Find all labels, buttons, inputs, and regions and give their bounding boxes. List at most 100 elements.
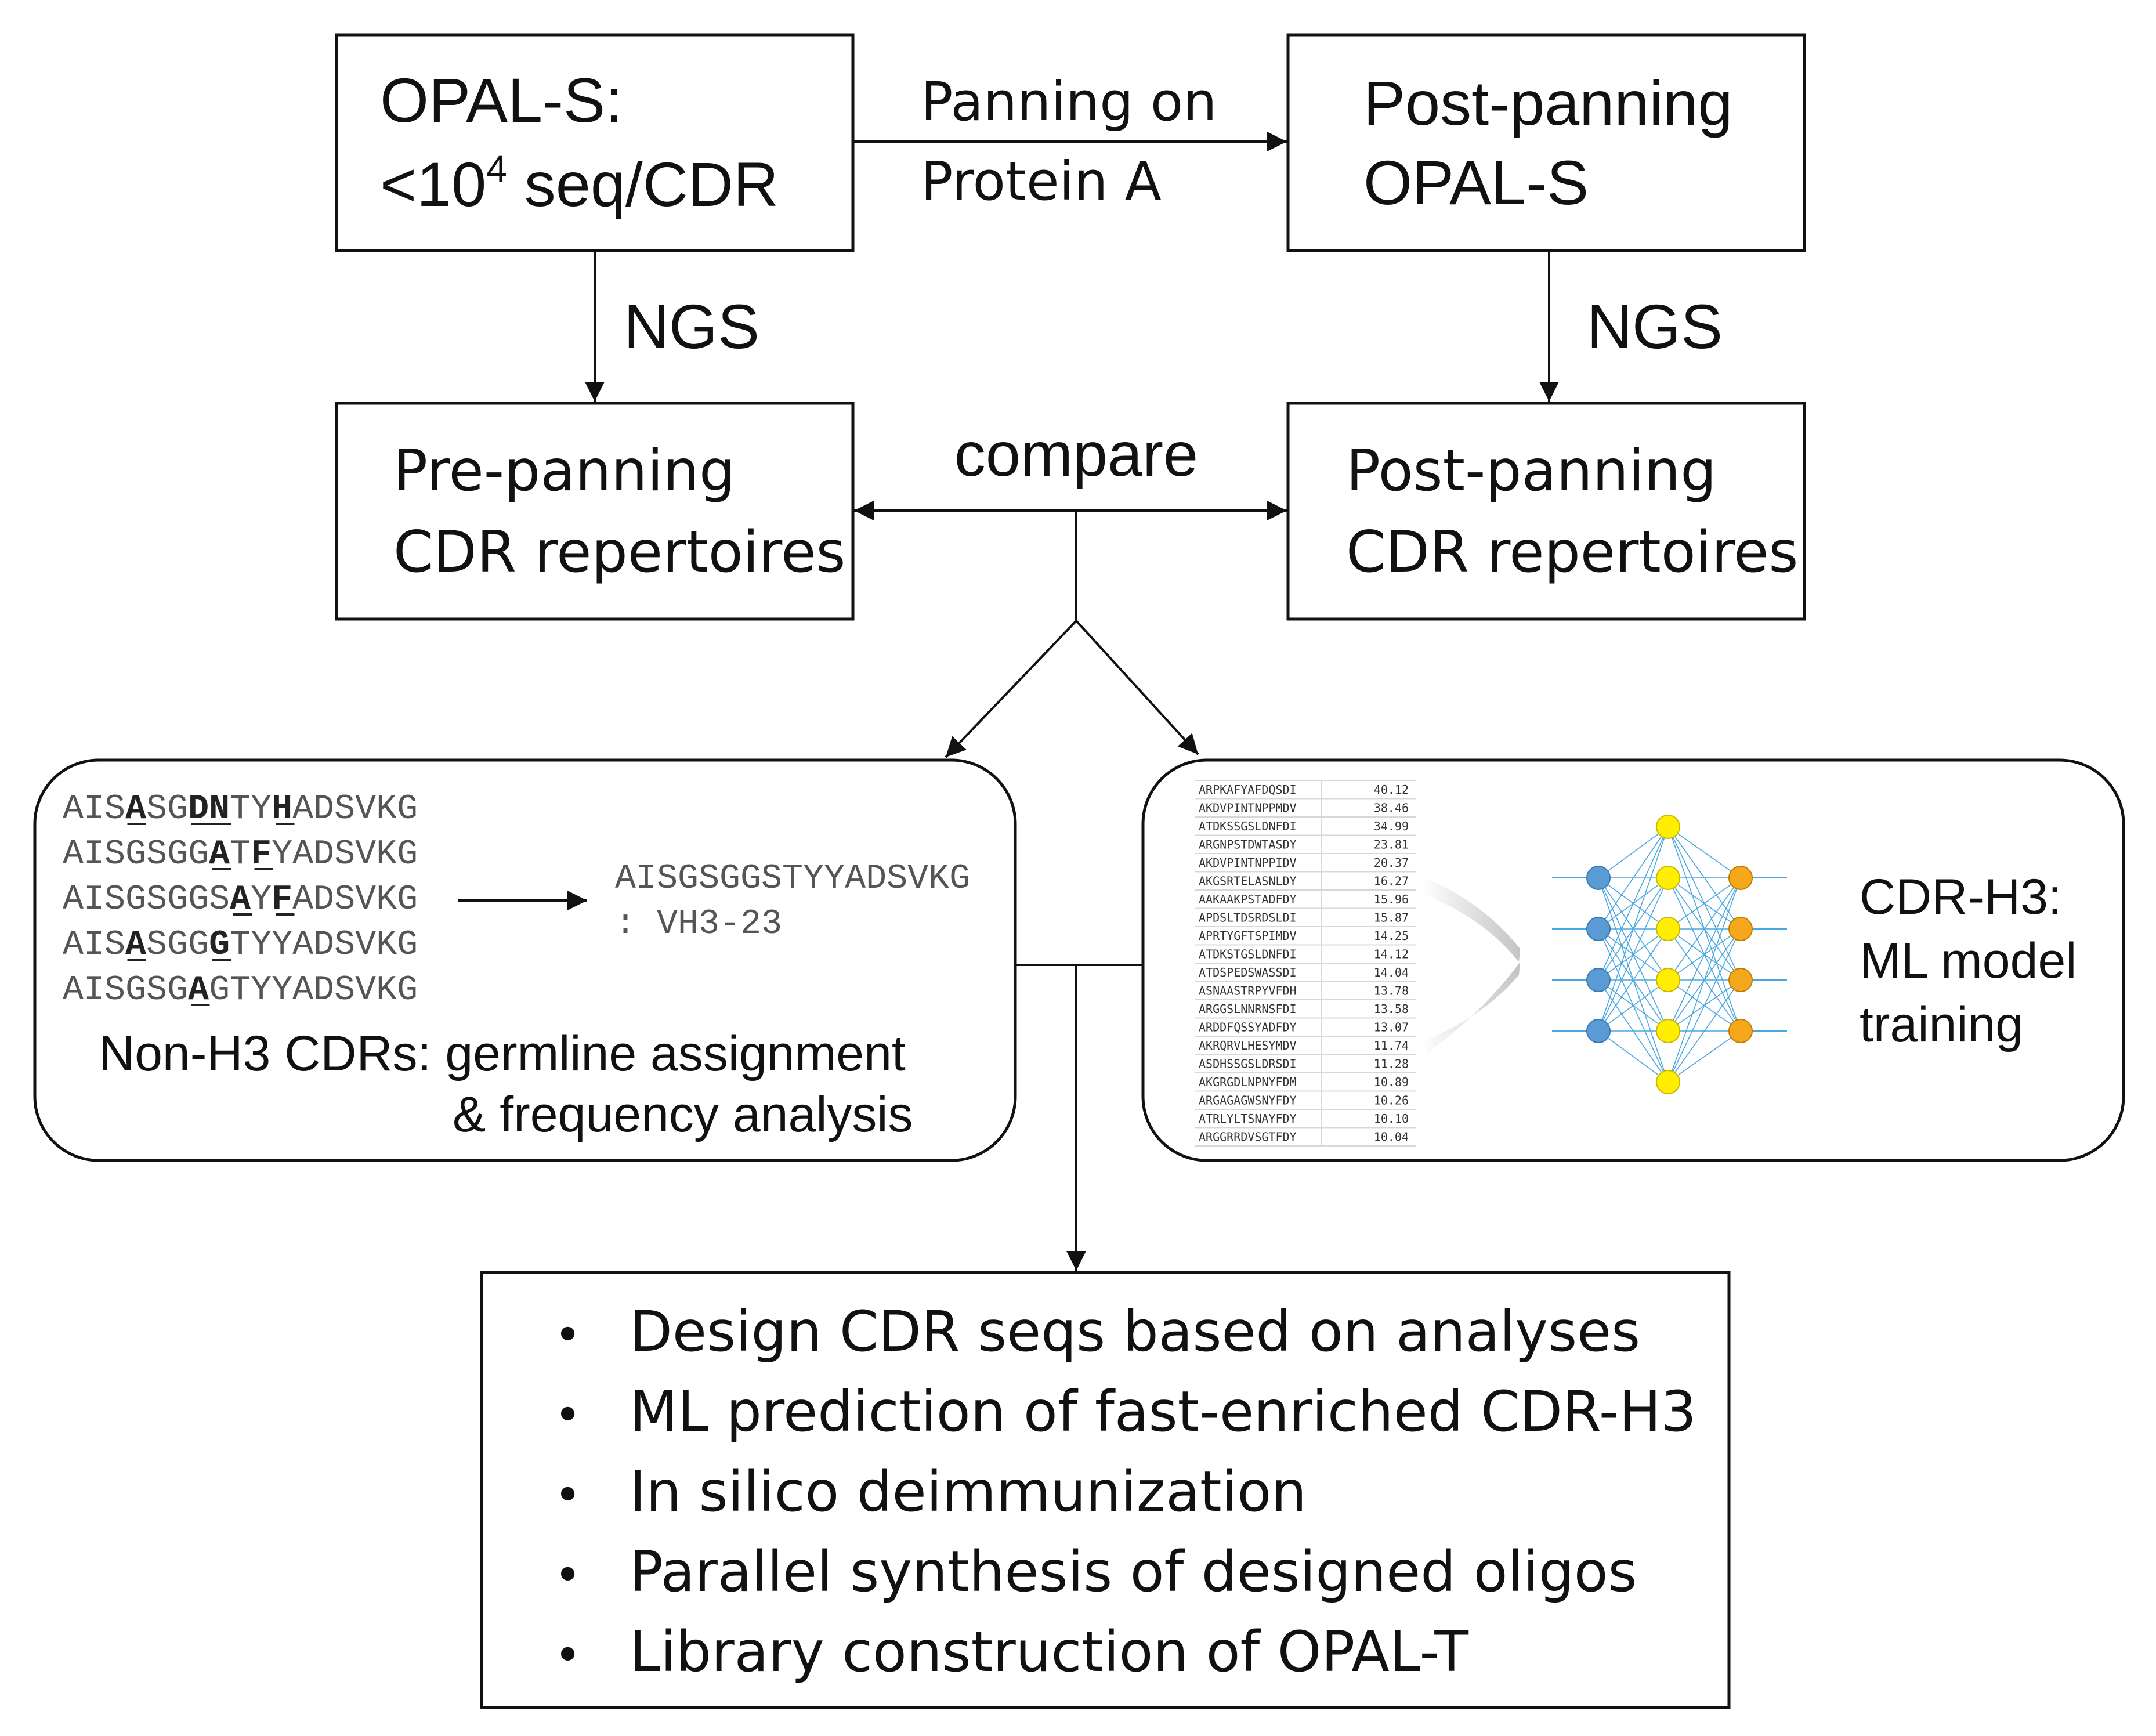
h3-caption-line2: ML model bbox=[1860, 933, 2077, 989]
table-cell-sequence: AKDVPINTNPPMDV bbox=[1199, 801, 1297, 815]
nn-node bbox=[1656, 815, 1680, 839]
nn-node bbox=[1656, 1019, 1680, 1043]
pre-rep-line2: CDR repertoires bbox=[393, 519, 845, 585]
mutation-residue: F bbox=[251, 835, 272, 874]
table-cell-sequence: AKGRGDLNPNYFDM bbox=[1199, 1075, 1297, 1089]
design-step-item: Parallel synthesis of designed oligos bbox=[630, 1539, 1637, 1604]
germline-residues: ADSVKG bbox=[292, 790, 418, 829]
post-opal-line2: OPAL-S bbox=[1363, 147, 1589, 218]
nn-edge bbox=[1667, 928, 1741, 1083]
bullet-icon: • bbox=[554, 1548, 581, 1602]
table-cell-sequence: ARPKAFYAFDQSDI bbox=[1199, 783, 1297, 797]
post-opal-line1: Post-panning bbox=[1363, 68, 1732, 138]
table-cell-score: 34.99 bbox=[1374, 819, 1409, 833]
mutation-residue: H bbox=[272, 790, 292, 829]
nn-edge bbox=[1598, 826, 1669, 981]
table-cell-score: 38.46 bbox=[1374, 801, 1409, 815]
table-cell-score: 13.58 bbox=[1374, 1002, 1409, 1016]
table-cell-sequence: ARGGSLNNRNSFDI bbox=[1199, 1002, 1297, 1016]
bullet-icon: • bbox=[554, 1388, 581, 1442]
nn-edge bbox=[1667, 877, 1741, 1032]
table-cell-score: 20.37 bbox=[1374, 856, 1409, 870]
opal-s-lt10: <10 bbox=[380, 149, 486, 219]
nn-node bbox=[1586, 866, 1611, 890]
germline-name: : VH3-23 bbox=[615, 905, 782, 944]
germline-residues: AISGSG bbox=[63, 971, 188, 1010]
nn-edge bbox=[1667, 877, 1741, 930]
table-cell-score: 15.87 bbox=[1374, 911, 1409, 925]
nn-edge bbox=[1598, 826, 1669, 878]
h3-ml-panel bbox=[1141, 758, 2125, 1162]
table-cell-score: 10.26 bbox=[1374, 1094, 1409, 1108]
pre-rep-line1: Pre-panning bbox=[393, 438, 735, 504]
table-cell-sequence: APDSLTDSRDSLDI bbox=[1199, 911, 1297, 925]
table-cell-sequence: ASNAASTRPYVFDH bbox=[1199, 984, 1297, 998]
panning-label-line1: Panning on bbox=[921, 71, 1217, 133]
non-h3-analysis-panel bbox=[33, 758, 1017, 1162]
germline-residues: ADSVKG bbox=[292, 880, 418, 920]
table-cell-sequence: APRTYGFTSPIMDV bbox=[1199, 929, 1297, 943]
neural-network-icon bbox=[1552, 815, 1787, 1094]
nn-edge bbox=[1598, 928, 1669, 1032]
germline-residues: T bbox=[230, 835, 251, 874]
design-step-item: In silico deimmunization bbox=[630, 1459, 1307, 1524]
mutation-residue: A bbox=[125, 925, 146, 965]
opal-s-subtitle: <104 seq/CDR bbox=[380, 148, 779, 219]
table-cell-sequence: ARDDFQSSYADFDY bbox=[1199, 1021, 1297, 1035]
nn-node bbox=[1728, 968, 1753, 992]
table-cell-score: 13.07 bbox=[1374, 1021, 1409, 1035]
table-cell-sequence: ARGGRRDVSGTFDY bbox=[1199, 1130, 1297, 1144]
design-step-item: ML prediction of fast-enriched CDR-H3 bbox=[630, 1379, 1696, 1444]
non-h3-caption-line2: & frequency analysis bbox=[453, 1087, 913, 1142]
table-cell-score: 40.12 bbox=[1374, 783, 1409, 797]
sequence-alignment: AISASGDNTYHADSVKGAISGSGGATFYADSVKGAISGSG… bbox=[63, 790, 418, 1010]
cdr-sequence: AISASGDNTYHADSVKG bbox=[63, 790, 418, 829]
post-panning-repertoire-box bbox=[1286, 402, 1806, 621]
germline-residues: GTYYADSVKG bbox=[209, 971, 418, 1010]
nn-edge bbox=[1598, 1030, 1669, 1083]
table-cell-sequence: ATDKSSGSLDNFDI bbox=[1199, 819, 1297, 833]
table-cell-sequence: ATDKSTGSLDNFDI bbox=[1199, 947, 1297, 961]
nn-edge bbox=[1598, 826, 1669, 930]
non-h3-caption-line1: Non-H3 CDRs: germline assignment bbox=[99, 1026, 906, 1082]
post-panning-opal-box bbox=[1286, 33, 1806, 252]
table-cell-sequence: ATDSPEDSWASSDI bbox=[1199, 965, 1297, 979]
table-cell-score: 16.27 bbox=[1374, 874, 1409, 888]
germline-residues: TYYADSVKG bbox=[230, 925, 418, 965]
mutation-residue: A bbox=[125, 790, 146, 829]
post-rep-line1: Post-panning bbox=[1346, 438, 1716, 504]
mutation-residue: G bbox=[209, 925, 230, 965]
design-step-item: Design CDR seqs based on analyses bbox=[630, 1299, 1640, 1364]
split-right-arrow bbox=[1075, 620, 1199, 755]
chevron-lower bbox=[1421, 962, 1520, 1053]
germline-sequence: AISGSGGSTYYADSVKG bbox=[615, 859, 970, 899]
nn-node bbox=[1656, 866, 1680, 890]
table-cell-sequence: AKRQRVLHESYMDV bbox=[1199, 1039, 1297, 1053]
bullet-icon: • bbox=[554, 1308, 581, 1362]
post-rep-line2: CDR repertoires bbox=[1346, 519, 1798, 585]
panning-label-line2: Protein A bbox=[921, 150, 1162, 212]
table-cell-score: 10.10 bbox=[1374, 1112, 1409, 1126]
table-cell-score: 14.04 bbox=[1374, 965, 1409, 979]
table-cell-score: 10.04 bbox=[1374, 1130, 1409, 1144]
nn-edge bbox=[1667, 979, 1741, 1083]
cdr-sequence: AISGSGAGTYYADSVKG bbox=[63, 971, 418, 1010]
design-step-item: Library construction of OPAL-T bbox=[630, 1619, 1468, 1684]
table-cell-score: 13.78 bbox=[1374, 984, 1409, 998]
table-cell-sequence: ASDHSSGSLDRSDI bbox=[1199, 1057, 1297, 1071]
nn-edge bbox=[1667, 826, 1741, 878]
germline-residues: SGG bbox=[146, 925, 209, 965]
table-cell-score: 11.28 bbox=[1374, 1057, 1409, 1071]
nn-edge bbox=[1667, 877, 1741, 1083]
germline-residues: AIS bbox=[63, 925, 125, 965]
flow-chevrons bbox=[1421, 879, 1520, 1053]
opal-s-title: OPAL-S: bbox=[380, 65, 623, 135]
table-cell-sequence: ATRLYLTSNAYFDY bbox=[1199, 1112, 1297, 1126]
nn-edge bbox=[1598, 877, 1669, 1032]
bullet-icon: • bbox=[554, 1628, 581, 1682]
mutation-residue: F bbox=[272, 880, 292, 920]
table-cell-score: 11.74 bbox=[1374, 1039, 1409, 1053]
compare-label: compare bbox=[954, 419, 1198, 489]
